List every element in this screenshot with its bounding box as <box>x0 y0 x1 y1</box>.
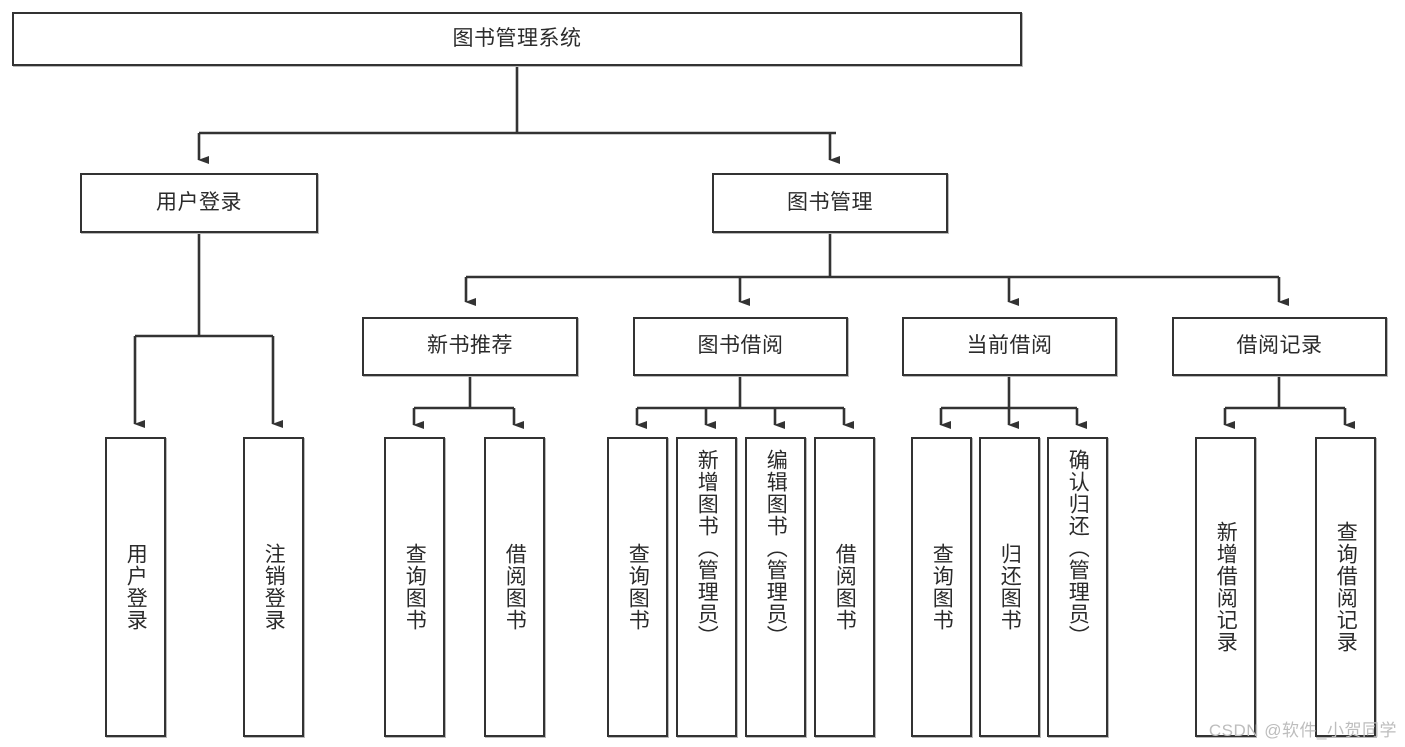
node-book-borrow[interactable]: 图书借阅 <box>633 317 848 376</box>
node-book-management-label: 图书管理 <box>787 190 873 214</box>
leaf-label: 查询图书 <box>403 543 427 631</box>
node-new-book-recommend[interactable]: 新书推荐 <box>362 317 578 376</box>
leaf-label: 编辑图书（管理员） <box>764 449 788 647</box>
leaf-label: 用户登录 <box>124 543 148 631</box>
leaf-current-borrow-query[interactable]: 查询图书 <box>911 437 972 737</box>
leaf-user-login-logout[interactable]: 注销登录 <box>243 437 304 737</box>
leaf-label: 归还图书 <box>998 543 1022 631</box>
leaf-label: 确认归还（管理员） <box>1066 449 1090 647</box>
node-book-borrow-label: 图书借阅 <box>697 334 784 358</box>
leaf-label: 注销登录 <box>262 543 286 631</box>
node-book-management[interactable]: 图书管理 <box>712 173 948 233</box>
leaf-new-book-borrow[interactable]: 借阅图书 <box>484 437 545 737</box>
leaf-label: 新增借阅记录 <box>1214 521 1238 653</box>
node-new-book-recommend-label: 新书推荐 <box>427 334 513 358</box>
node-root-label: 图书管理系统 <box>452 26 582 50</box>
csdn-watermark: CSDN @软件_小贺同学 <box>1208 721 1397 740</box>
leaf-label: 借阅图书 <box>833 543 857 631</box>
leaf-borrow-record-add[interactable]: 新增借阅记录 <box>1195 437 1256 737</box>
leaf-label: 查询借阅记录 <box>1334 521 1358 653</box>
node-user-login-label: 用户登录 <box>156 190 242 214</box>
leaf-current-borrow-confirm-return[interactable]: 确认归还（管理员） <box>1047 437 1108 737</box>
leaf-borrow-record-query[interactable]: 查询借阅记录 <box>1315 437 1376 737</box>
leaf-new-book-query[interactable]: 查询图书 <box>384 437 445 737</box>
leaf-label: 查询图书 <box>626 543 650 631</box>
leaf-book-borrow-add[interactable]: 新增图书（管理员） <box>676 437 737 737</box>
node-borrow-record-label: 借阅记录 <box>1236 334 1323 358</box>
node-user-login[interactable]: 用户登录 <box>80 173 318 233</box>
leaf-current-borrow-return[interactable]: 归还图书 <box>979 437 1040 737</box>
node-root[interactable]: 图书管理系统 <box>12 12 1022 66</box>
leaf-label: 借阅图书 <box>503 543 527 631</box>
leaf-label: 查询图书 <box>930 543 954 631</box>
leaf-user-login-login[interactable]: 用户登录 <box>105 437 166 737</box>
leaf-book-borrow-edit[interactable]: 编辑图书（管理员） <box>745 437 806 737</box>
node-current-borrow-label: 当前借阅 <box>966 334 1053 358</box>
node-borrow-record[interactable]: 借阅记录 <box>1172 317 1387 376</box>
node-current-borrow[interactable]: 当前借阅 <box>902 317 1117 376</box>
leaf-book-borrow-borrow[interactable]: 借阅图书 <box>814 437 875 737</box>
leaf-label: 新增图书（管理员） <box>695 449 719 647</box>
leaf-book-borrow-query[interactable]: 查询图书 <box>607 437 668 737</box>
